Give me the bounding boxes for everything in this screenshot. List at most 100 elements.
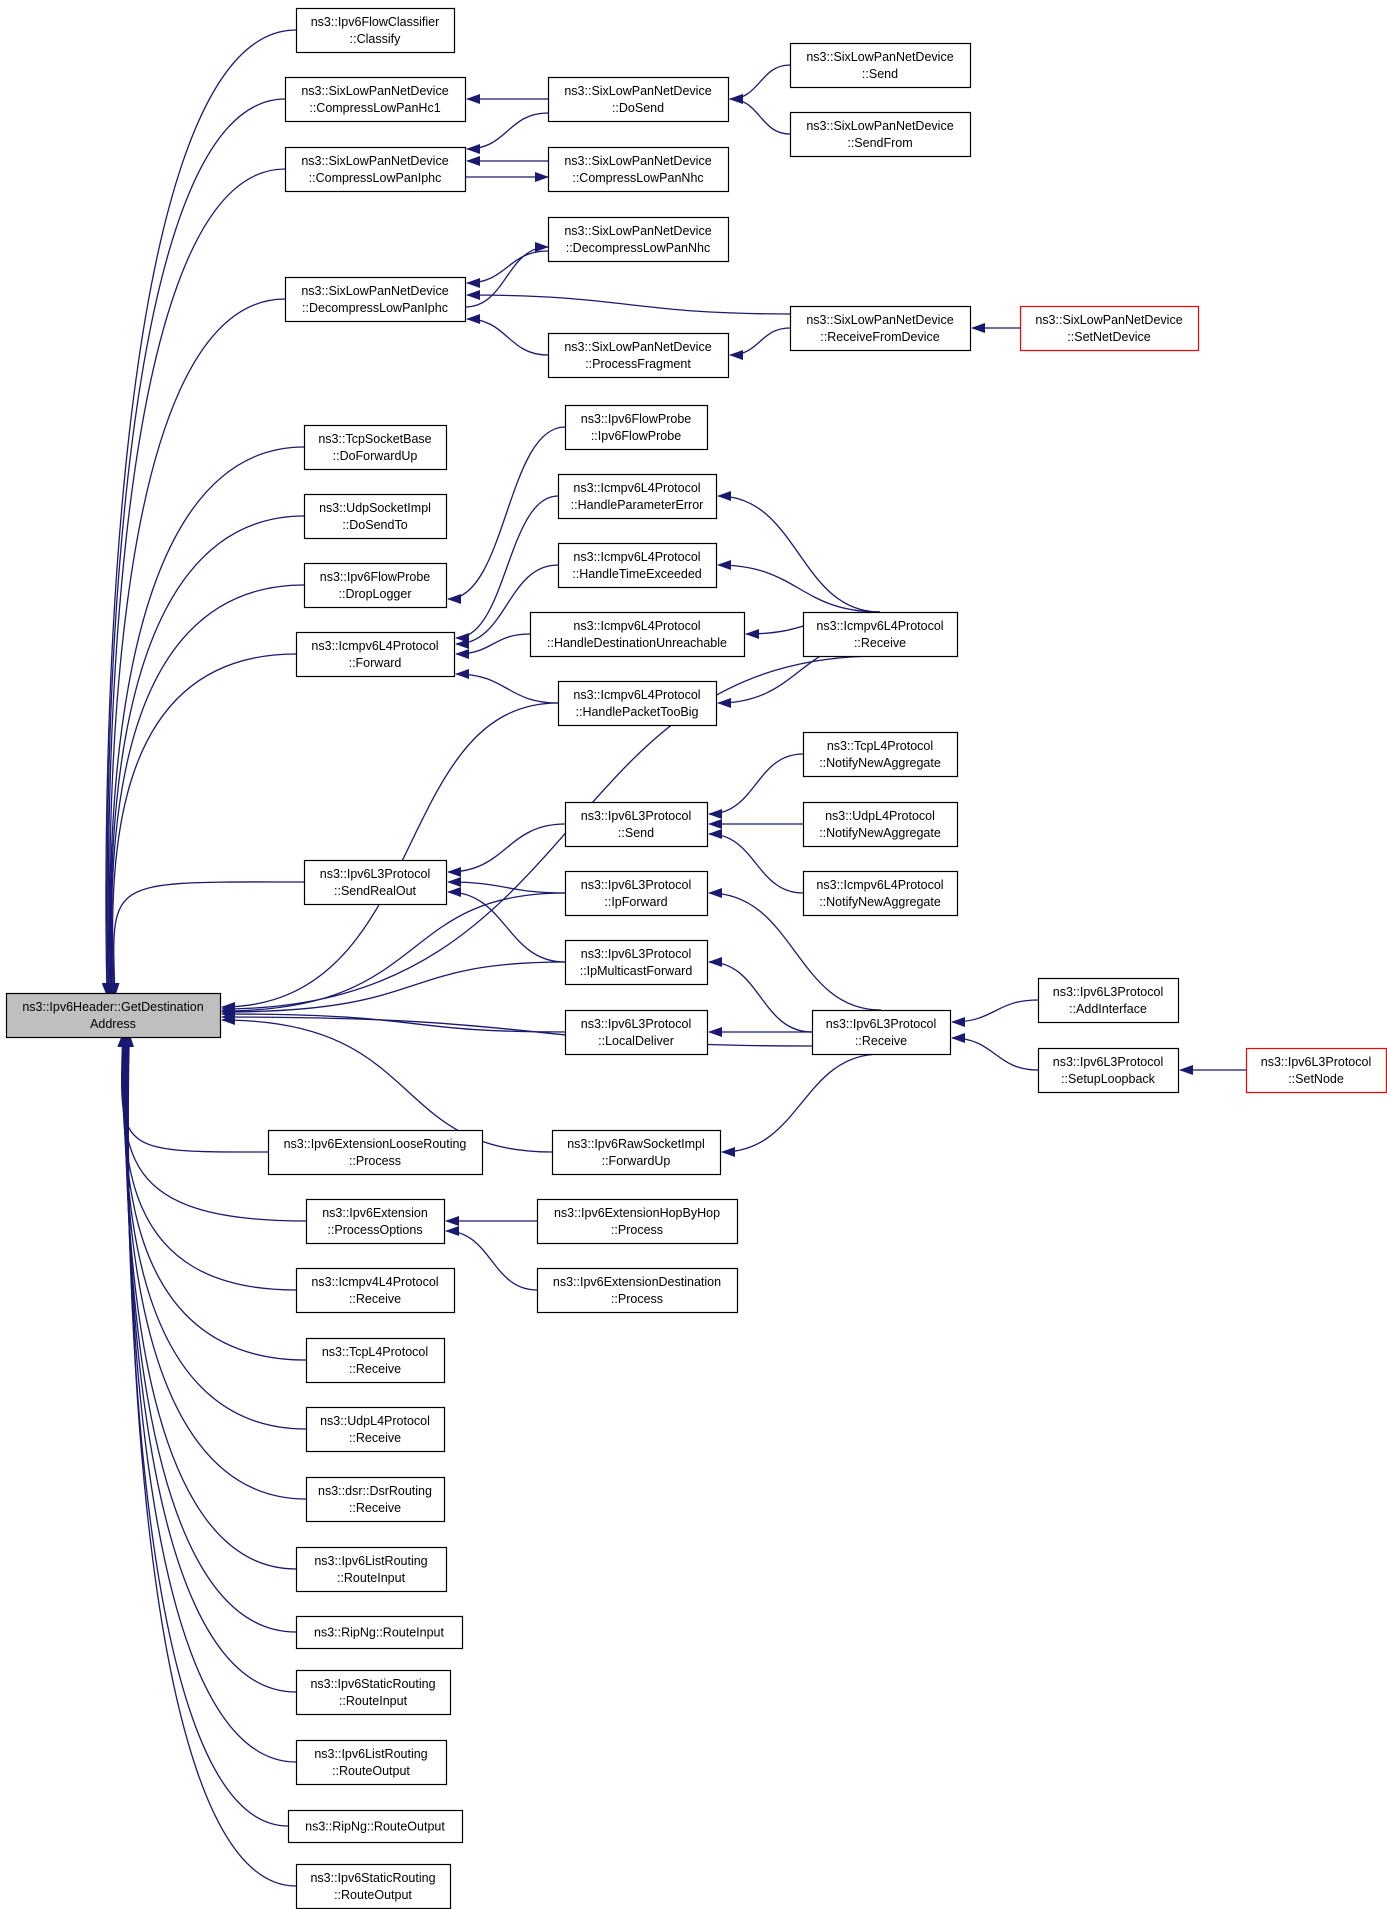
node-label: ::Process bbox=[349, 1154, 401, 1168]
node-tcpagg[interactable]: ns3::TcpL4Protocol::NotifyNewAggregate bbox=[802, 731, 959, 778]
node-lpsendfrom[interactable]: ns3::SixLowPanNetDevice::SendFrom bbox=[789, 111, 972, 158]
edge-localdel-to-root bbox=[221, 1009, 566, 1033]
edge-sendreal-to-root bbox=[109, 881, 305, 997]
node-box bbox=[267, 1129, 484, 1176]
node-l3send[interactable]: ns3::Ipv6L3Protocol::Send bbox=[564, 801, 709, 848]
node-htime[interactable]: ns3::Icmpv6L4Protocol::HandleTimeExceede… bbox=[557, 542, 718, 589]
edge-l3send-to-sendreal bbox=[447, 823, 566, 877]
node-ripout[interactable]: ns3::RipNg::RouteOutput bbox=[287, 1809, 464, 1844]
node-localdel[interactable]: ns3::Ipv6L3Protocol::LocalDeliver bbox=[564, 1009, 709, 1056]
node-label: ns3::Icmpv4L4Protocol bbox=[311, 1275, 438, 1289]
node-icmp6recv[interactable]: ns3::Icmpv6L4Protocol::Receive bbox=[802, 611, 959, 658]
node-label: ::Receive bbox=[349, 1431, 401, 1445]
node-label: ::Process bbox=[611, 1223, 663, 1237]
node-iphc[interactable]: ns3::SixLowPanNetDevice::CompressLowPanI… bbox=[284, 146, 467, 193]
edge-deciphc-to-decnhc bbox=[464, 242, 549, 308]
node-flowclass[interactable]: ns3::Ipv6FlowClassifier::Classify bbox=[295, 7, 456, 54]
node-nhc[interactable]: ns3::SixLowPanNetDevice::CompressLowPanN… bbox=[547, 146, 730, 193]
node-box bbox=[1037, 1047, 1180, 1094]
node-hbig[interactable]: ns3::Icmpv6L4Protocol::HandlePacketTooBi… bbox=[557, 680, 718, 727]
node-label: ns3::SixLowPanNetDevice bbox=[806, 119, 953, 133]
node-label: ::SetNode bbox=[1288, 1072, 1344, 1086]
node-icmpagg[interactable]: ns3::Icmpv6L4Protocol::NotifyNewAggregat… bbox=[802, 870, 959, 917]
node-setnode[interactable]: ns3::Ipv6L3Protocol::SetNode bbox=[1245, 1047, 1387, 1094]
node-box bbox=[305, 1476, 446, 1523]
node-label: ::DoSendTo bbox=[342, 518, 407, 532]
node-label: ::CompressLowPanIphc bbox=[309, 171, 442, 185]
node-label: ::HandlePacketTooBig bbox=[576, 705, 699, 719]
edges-layer bbox=[101, 29, 1246, 1887]
node-label: ::HandleParameterError bbox=[571, 498, 704, 512]
node-label: ns3::SixLowPanNetDevice bbox=[806, 50, 953, 64]
node-label: ::IpForward bbox=[604, 895, 667, 909]
node-staticout[interactable]: ns3::Ipv6StaticRouting::RouteOutput bbox=[295, 1863, 452, 1909]
node-tcp4recv[interactable]: ns3::TcpL4Protocol::Receive bbox=[305, 1337, 446, 1384]
node-box bbox=[536, 1267, 739, 1314]
edge-lpsend-to-dosend bbox=[729, 64, 791, 104]
node-droplog[interactable]: ns3::Ipv6FlowProbe::DropLogger bbox=[303, 562, 448, 609]
node-rawfwd[interactable]: ns3::Ipv6RawSocketImpl::ForwardUp bbox=[551, 1129, 722, 1176]
node-lpsend[interactable]: ns3::SixLowPanNetDevice::Send bbox=[789, 42, 972, 89]
node-label: ns3::SixLowPanNetDevice bbox=[301, 154, 448, 168]
node-decnhc[interactable]: ns3::SixLowPanNetDevice::DecompressLowPa… bbox=[547, 216, 730, 263]
edge-hc1-to-root bbox=[102, 98, 286, 997]
node-label: ns3::SixLowPanNetDevice bbox=[301, 84, 448, 98]
node-deciphc[interactable]: ns3::SixLowPanNetDevice::DecompressLowPa… bbox=[284, 276, 467, 323]
node-addiface[interactable]: ns3::Ipv6L3Protocol::AddInterface bbox=[1037, 977, 1180, 1024]
edge-icmp6recv-to-root bbox=[221, 655, 881, 1014]
node-dosend[interactable]: ns3::SixLowPanNetDevice::DoSend bbox=[547, 76, 730, 123]
edge-probe-to-droplog bbox=[447, 426, 566, 604]
node-box bbox=[789, 305, 972, 352]
node-box bbox=[564, 1009, 709, 1056]
node-box bbox=[1019, 305, 1200, 352]
edge-tcpagg-to-l3send bbox=[708, 753, 804, 819]
node-label: ::DecompressLowPanNhc bbox=[566, 241, 711, 255]
node-hdest[interactable]: ns3::Icmpv6L4Protocol::HandleDestination… bbox=[529, 611, 746, 658]
node-udpagg[interactable]: ns3::UdpL4Protocol::NotifyNewAggregate bbox=[802, 801, 959, 848]
node-ipfwd[interactable]: ns3::Ipv6L3Protocol::IpForward bbox=[564, 870, 709, 917]
node-udp4recv[interactable]: ns3::UdpL4Protocol::Receive bbox=[305, 1406, 446, 1453]
node-staticin[interactable]: ns3::Ipv6StaticRouting::RouteInput bbox=[295, 1669, 452, 1716]
node-hopbyhop[interactable]: ns3::Ipv6ExtensionHopByHop::Process bbox=[536, 1198, 739, 1245]
node-label: ::ProcessOptions bbox=[327, 1223, 422, 1237]
node-label: ::SendFrom bbox=[847, 136, 912, 150]
node-ipmfwd[interactable]: ns3::Ipv6L3Protocol::IpMulticastForward bbox=[564, 939, 709, 986]
node-hparam[interactable]: ns3::Icmpv6L4Protocol::HandleParameterEr… bbox=[557, 473, 718, 520]
node-loose[interactable]: ns3::Ipv6ExtensionLooseRouting::Process bbox=[267, 1129, 484, 1176]
node-procfrag[interactable]: ns3::SixLowPanNetDevice::ProcessFragment bbox=[547, 332, 730, 379]
node-label: ns3::Ipv6L3Protocol bbox=[581, 809, 692, 823]
node-extdest[interactable]: ns3::Ipv6ExtensionDestination::Process bbox=[536, 1267, 739, 1314]
node-recvdev[interactable]: ns3::SixLowPanNetDevice::ReceiveFromDevi… bbox=[789, 305, 972, 352]
node-listin[interactable]: ns3::Ipv6ListRouting::RouteInput bbox=[295, 1546, 448, 1593]
node-icmpfwd[interactable]: ns3::Icmpv6L4Protocol::Forward bbox=[295, 631, 456, 678]
node-label: ::DoForwardUp bbox=[333, 449, 418, 463]
node-listout[interactable]: ns3::Ipv6ListRouting::RouteOutput bbox=[295, 1739, 448, 1786]
node-hc1[interactable]: ns3::SixLowPanNetDevice::CompressLowPanH… bbox=[284, 76, 467, 123]
node-box bbox=[5, 992, 222, 1039]
node-probe[interactable]: ns3::Ipv6FlowProbe::Ipv6FlowProbe bbox=[564, 404, 709, 451]
node-label: ns3::TcpL4Protocol bbox=[827, 739, 933, 753]
node-ripin[interactable]: ns3::RipNg::RouteInput bbox=[295, 1615, 464, 1650]
node-tcpbase[interactable]: ns3::TcpSocketBase::DoForwardUp bbox=[303, 424, 448, 471]
node-l3recv[interactable]: ns3::Ipv6L3Protocol::Receive bbox=[811, 1009, 952, 1056]
node-label: ns3::Icmpv6L4Protocol bbox=[573, 550, 700, 564]
node-icmp4recv[interactable]: ns3::Icmpv4L4Protocol::Receive bbox=[295, 1267, 456, 1314]
node-dsrrecv[interactable]: ns3::dsr::DsrRouting::Receive bbox=[305, 1476, 446, 1523]
node-setnetdev[interactable]: ns3::SixLowPanNetDevice::SetNetDevice bbox=[1019, 305, 1200, 352]
node-udpimpl[interactable]: ns3::UdpSocketImpl::DoSendTo bbox=[303, 493, 448, 540]
node-sendreal[interactable]: ns3::Ipv6L3Protocol::SendRealOut bbox=[303, 859, 448, 906]
node-box bbox=[564, 404, 709, 451]
edge-procfrag-to-deciphc bbox=[466, 314, 549, 356]
node-label: ::Receive bbox=[854, 636, 906, 650]
edge-loose-to-root bbox=[117, 1033, 269, 1153]
node-setuploop[interactable]: ns3::Ipv6L3Protocol::SetupLoopback bbox=[1037, 1047, 1180, 1094]
node-label: ns3::Ipv6FlowClassifier bbox=[311, 15, 440, 29]
node-label: ns3::Ipv6StaticRouting bbox=[310, 1871, 435, 1885]
node-label: ns3::Ipv6RawSocketImpl bbox=[567, 1137, 705, 1151]
edge-ipfwd-to-sendreal bbox=[447, 877, 566, 894]
node-procopt[interactable]: ns3::Ipv6Extension::ProcessOptions bbox=[305, 1198, 446, 1245]
node-label: ns3::TcpSocketBase bbox=[318, 432, 431, 446]
edge-droplog-to-root bbox=[107, 584, 305, 997]
